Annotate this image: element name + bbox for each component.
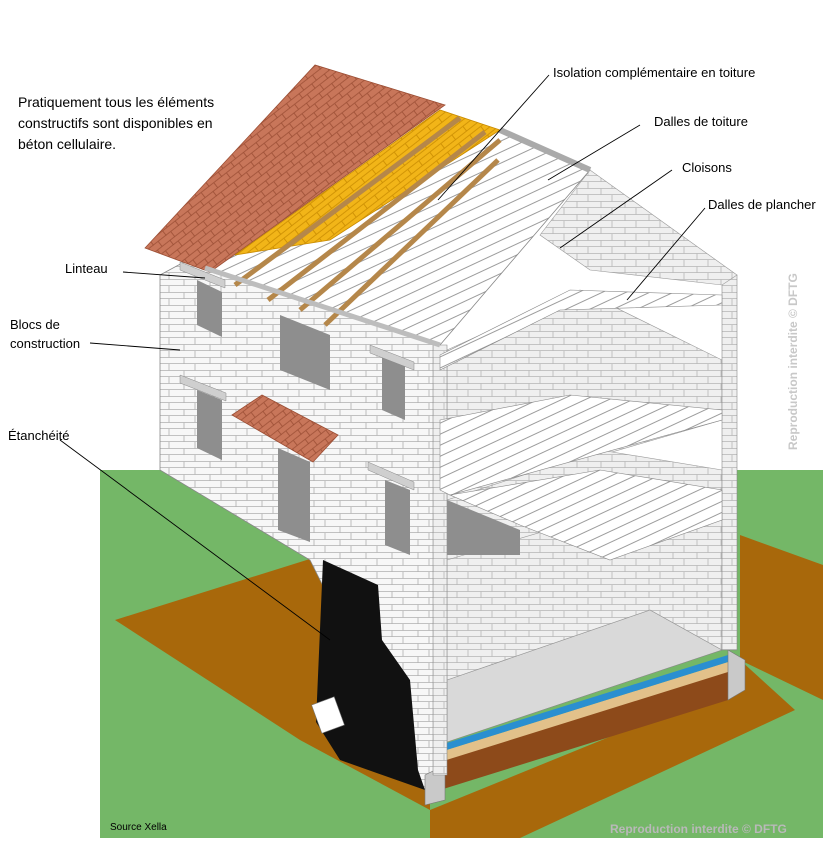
soil-right-back <box>740 535 823 700</box>
footing-left <box>311 696 345 734</box>
intro-text: Pratiquement tous les éléments construct… <box>18 94 215 152</box>
leader-etancheite <box>59 439 331 641</box>
label-dalles-plancher: Dalles de plancher <box>708 197 816 212</box>
window-2 <box>280 315 330 390</box>
source-credit: Source Xella <box>110 822 167 833</box>
label-cloisons: Cloisons <box>682 160 732 175</box>
lintel-1 <box>179 261 226 289</box>
footing-right <box>727 649 746 701</box>
right-end-wall <box>721 274 738 651</box>
floor-slab-1 <box>439 289 723 371</box>
leader-blocs <box>89 342 181 351</box>
rafter-4 <box>323 158 500 327</box>
door <box>278 448 310 542</box>
lintel-3 <box>367 461 415 491</box>
leader-lines <box>59 74 706 641</box>
leader-linteau <box>122 271 206 279</box>
lintel-4 <box>369 344 415 371</box>
foundation <box>440 670 728 790</box>
label-blocs-line1: Blocs de <box>10 317 60 332</box>
label-etancheite: Étanchéité <box>8 428 70 443</box>
window-4 <box>385 480 410 555</box>
label-dalles-toiture: Dalles de toiture <box>654 114 748 129</box>
leader-isolation <box>437 74 550 201</box>
roof-tiles <box>144 64 446 273</box>
window-3 <box>197 390 222 460</box>
window-5 <box>382 352 405 420</box>
label-isolation: Isolation complémentaire en toiture <box>553 65 756 80</box>
leader-dalles-plancher <box>626 207 706 301</box>
copyright-bottom: Reproduction interdite © DFTG <box>610 822 787 836</box>
eave-beam <box>204 265 441 348</box>
front-wall-edge <box>432 344 448 776</box>
copyright-vertical: Reproduction interdite © DFTG <box>786 273 800 450</box>
ridge-beam <box>498 127 592 173</box>
leader-cloisons <box>559 169 673 249</box>
blue-layer <box>440 655 728 752</box>
window-1 <box>197 280 222 337</box>
floor-slab-2 <box>439 394 723 496</box>
lintel-2 <box>179 374 227 402</box>
waterproofing <box>316 560 425 790</box>
rafter-2 <box>266 130 487 302</box>
floor-slab-3 <box>448 469 723 561</box>
right-gable <box>539 169 738 286</box>
partition-opening <box>447 500 520 555</box>
label-blocs-line2: construction <box>10 336 81 351</box>
sand-layer <box>440 662 728 762</box>
rafter-1 <box>233 115 462 288</box>
label-linteau: Linteau <box>65 261 108 276</box>
leader-dalles-toiture <box>547 124 641 181</box>
door-canopy <box>231 394 339 463</box>
